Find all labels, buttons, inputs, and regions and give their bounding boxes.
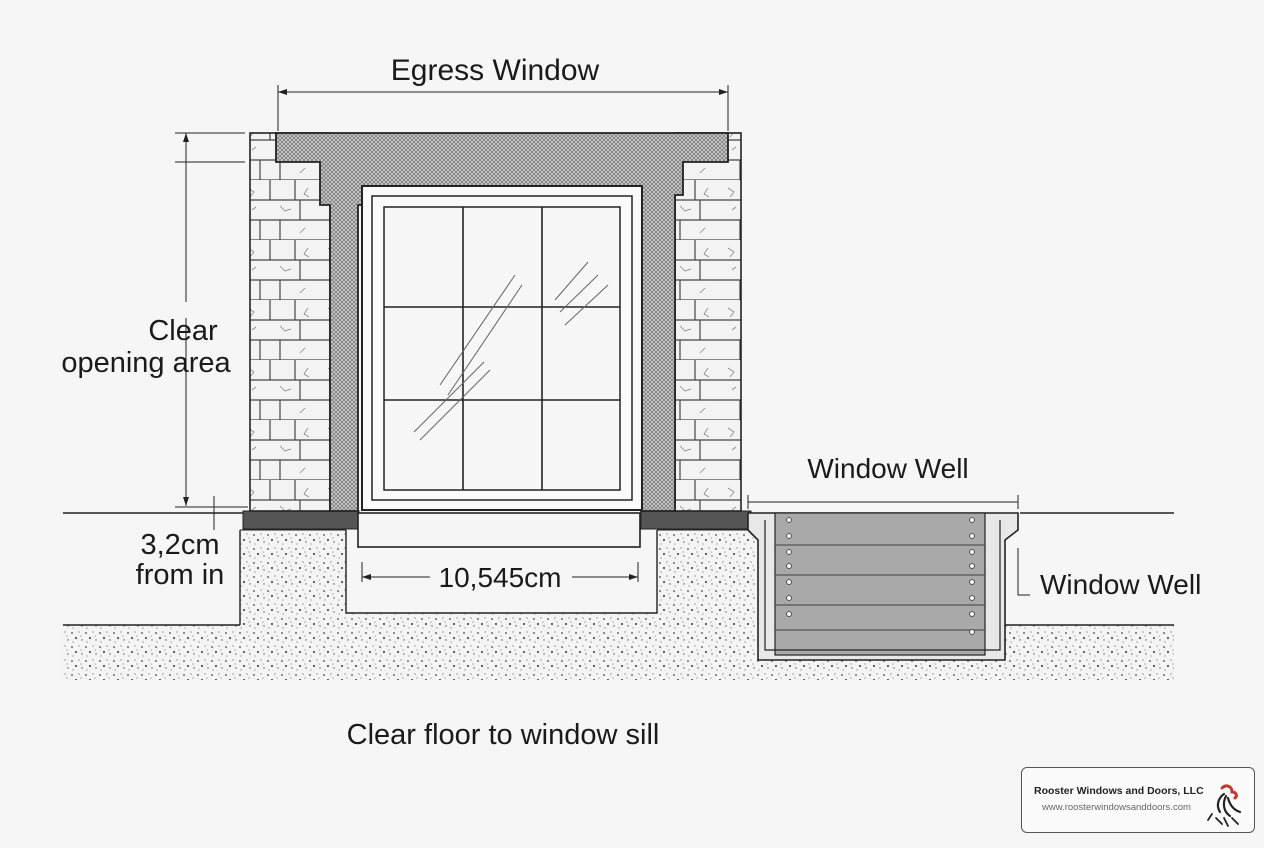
clear-opening-label: Clear (148, 315, 218, 347)
glass-reflection (413, 261, 609, 441)
width-dimension-label: 10,545cm (439, 562, 562, 593)
brand-name: Rooster Windows and Doors, LLC (1034, 785, 1204, 797)
window-well (747, 512, 1019, 661)
floor-caption: Clear floor to window sill (347, 719, 660, 751)
window-well-top-label: Window Well (807, 453, 968, 484)
ground (63, 529, 1174, 680)
brand-card: Rooster Windows and Doors, LLC www.roost… (1021, 767, 1255, 833)
title-label: Egress Window (391, 54, 600, 87)
brand-url: www.roosterwindowsanddoors.com (1042, 802, 1191, 813)
left-stone-wall (249, 132, 331, 512)
rooster-icon (1207, 784, 1242, 827)
window-well-side-label: Window Well (1040, 569, 1201, 600)
sill-height-label: 3,2cm (141, 529, 220, 561)
window-sill (357, 512, 641, 548)
right-stone-wall (674, 132, 742, 512)
window (357, 185, 643, 548)
grade-line (63, 510, 1174, 530)
sill-height-label-2: from in (136, 559, 225, 591)
dimension-lines (175, 85, 1030, 596)
clear-opening-label-2: opening area (61, 347, 231, 379)
